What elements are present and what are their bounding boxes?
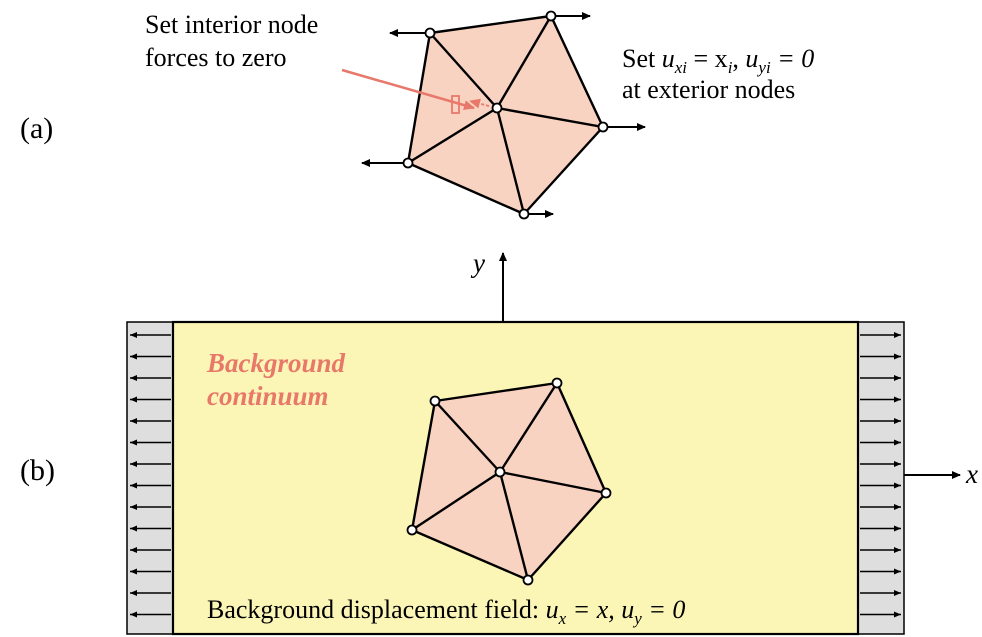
- interior-node: [491, 102, 503, 114]
- patch-b-fill: [412, 383, 606, 580]
- y-axis-label: y: [470, 248, 485, 278]
- left-edge-arrows: [130, 332, 171, 618]
- note-exterior-line2: at exterior nodes: [622, 75, 795, 104]
- patch-b-spoke: [434, 400, 501, 473]
- node: [518, 208, 530, 220]
- node: [402, 157, 414, 169]
- node: [522, 574, 534, 586]
- x-axis-label: x: [965, 459, 978, 489]
- patch-a-boundary: [406, 14, 605, 216]
- patch-b-boundary: [410, 381, 608, 582]
- panel-b-label: (b): [20, 454, 55, 487]
- zero-force-marker: [451, 95, 460, 114]
- patch-a-spoke: [496, 106, 604, 129]
- element-patch-a: [406, 14, 605, 216]
- patch-a-spoke: [495, 15, 553, 109]
- patch-a-spoke: [429, 32, 498, 109]
- node: [545, 10, 557, 22]
- patch-a-spoke: [407, 106, 498, 165]
- background-label-line2: continuum: [207, 381, 329, 411]
- panel-b: (b) y x Background continuum: [20, 248, 978, 636]
- interior-node: [494, 466, 506, 478]
- zero-force-arrow: [469, 98, 490, 109]
- node: [424, 27, 436, 39]
- patch-a-spoke: [495, 107, 526, 215]
- patch-b-spoke: [498, 382, 559, 473]
- note-interior-line2: forces to zero: [145, 43, 286, 72]
- node: [429, 395, 441, 407]
- patch-a-fill: [408, 16, 603, 214]
- node: [597, 121, 609, 133]
- node: [600, 487, 612, 499]
- patch-a-nodes: [402, 10, 609, 220]
- patch-b-spoke: [411, 470, 501, 532]
- note-exterior-line1: Set uxi = xi, uyi = 0: [622, 44, 814, 77]
- panel-a-label: (a): [20, 112, 53, 145]
- displacement-field-caption: Background displacement field: ux = x, u…: [207, 595, 685, 628]
- right-edge-arrows: [860, 332, 901, 618]
- right-edge-strip: [857, 321, 905, 635]
- node: [551, 377, 563, 389]
- interior-callout: [341, 68, 490, 114]
- node: [406, 524, 418, 536]
- left-edge-strip: [126, 321, 174, 635]
- panel-a: (a): [20, 10, 814, 220]
- patch-b-spoke: [498, 471, 530, 581]
- patch-b-spoke: [499, 470, 607, 495]
- element-patch-b: [406, 377, 612, 586]
- background-label-line1: Background: [206, 348, 346, 378]
- note-interior-line1: Set interior node: [145, 10, 318, 39]
